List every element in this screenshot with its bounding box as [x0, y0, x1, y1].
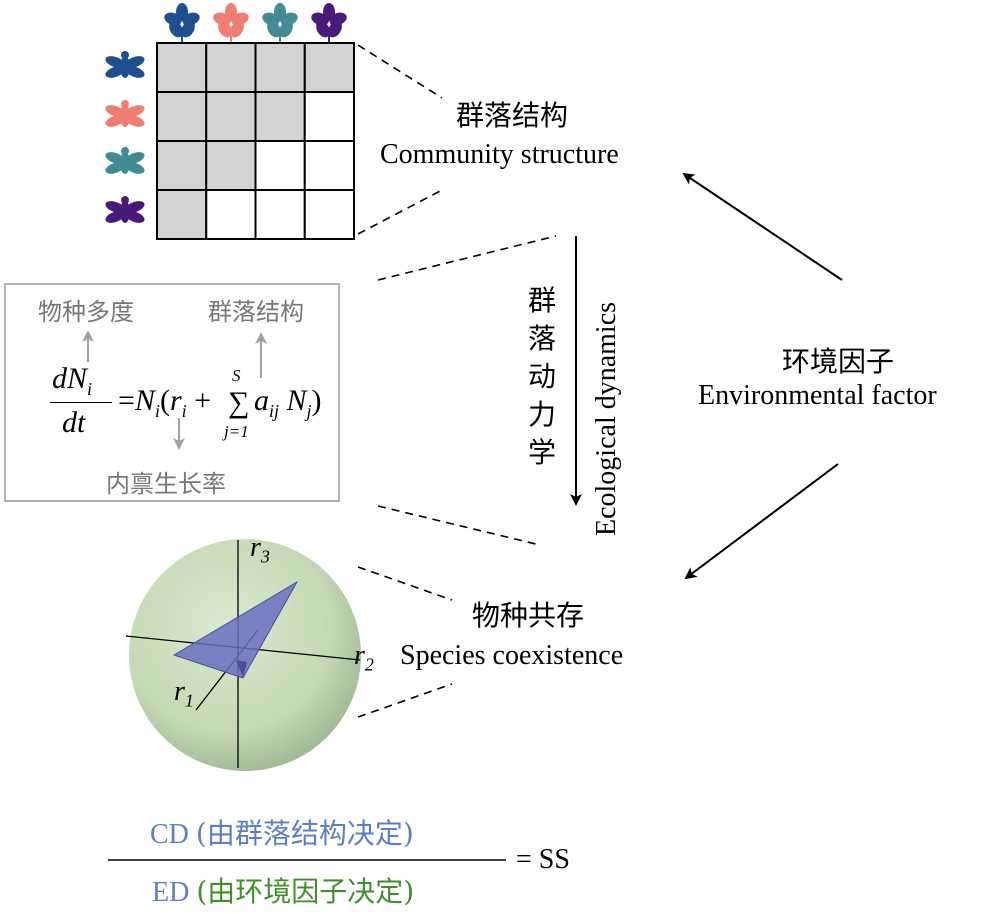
equation-lhs-bar — [50, 402, 112, 403]
summation-upper: S — [232, 366, 241, 385]
matrix-cell — [303, 91, 355, 142]
flower-icon-teal — [262, 3, 298, 42]
matrix-cell — [156, 189, 208, 240]
bee-icon-navy — [105, 51, 145, 78]
arrow-environment-to-coexistence — [684, 463, 839, 580]
cd-explain: (由群落结构决定) — [195, 817, 414, 850]
coexistence-label-en: Species coexistence — [400, 640, 624, 671]
feasibility-cone — [172, 580, 299, 679]
matrix-cell — [254, 140, 306, 191]
summation-sign: ∑ — [228, 386, 250, 419]
matrix-cell — [254, 91, 306, 142]
arrow-environment-to-community — [682, 172, 843, 281]
environment-label-zh: 环境因子 — [782, 345, 895, 378]
matrix-cell — [254, 189, 306, 240]
coexistence-sphere — [125, 539, 361, 771]
environment-label-en: Environmental factor — [698, 380, 937, 411]
dynamics-label-en: Ecological dynamics — [591, 301, 622, 536]
matrix-cell — [156, 42, 208, 93]
axis-label-r3: r3 — [250, 532, 270, 567]
abundance-label: 物种多度 — [38, 298, 134, 326]
equation-box — [4, 283, 340, 502]
community-label-en: Community structure — [380, 139, 619, 170]
matrix-cell — [303, 140, 355, 191]
growth-rate-label: 内禀生长率 — [106, 470, 226, 498]
flower-icon-salmon — [213, 3, 249, 42]
ed-abbr: ED — [152, 877, 190, 908]
bee-icon-purple — [105, 196, 145, 223]
coexistence-label-zh: 物种共存 — [472, 599, 585, 632]
cd-abbr: CD — [150, 819, 189, 850]
equation-lhs-numerator: dNi — [52, 362, 93, 399]
bee-icon-teal — [105, 147, 145, 174]
dashed-connectors — [357, 44, 557, 718]
structure-label: 群落结构 — [208, 298, 304, 326]
matrix-cell — [205, 91, 257, 142]
axis-label-r2: r2 — [354, 640, 374, 675]
flower-icon-purple — [311, 3, 347, 42]
equation-lhs-denominator: dt — [62, 406, 86, 439]
matrix-cell — [254, 42, 306, 93]
fraction-denominator: ED (由环境因子决定) — [152, 870, 414, 910]
dynamics-label-zh: 群 落 动 力 学 — [527, 284, 556, 469]
matrix-cell — [205, 189, 257, 240]
matrix-cell — [303, 42, 355, 93]
matrix-cell — [205, 42, 257, 93]
matrix-cell — [303, 189, 355, 240]
ed-explain: (由环境因子决定) — [196, 875, 415, 908]
axis-label-r1: r1 — [174, 676, 194, 711]
equation-rhs: =Ni(ri + — [118, 384, 212, 421]
matrix-cell — [205, 140, 257, 191]
fraction-numerator: CD (由群落结构决定) — [150, 812, 414, 852]
matrix-cell — [156, 91, 208, 142]
flower-icon-navy — [164, 3, 200, 42]
summation-lower: j=1 — [224, 422, 249, 441]
community-label-zh: 群落结构 — [456, 99, 569, 132]
matrix-cell — [156, 140, 208, 191]
interaction-matrix — [156, 42, 355, 240]
bee-icon-salmon — [105, 100, 145, 127]
equation-rhs-tail: aij Nj) — [254, 384, 322, 421]
fraction-result: = SS — [516, 844, 570, 875]
